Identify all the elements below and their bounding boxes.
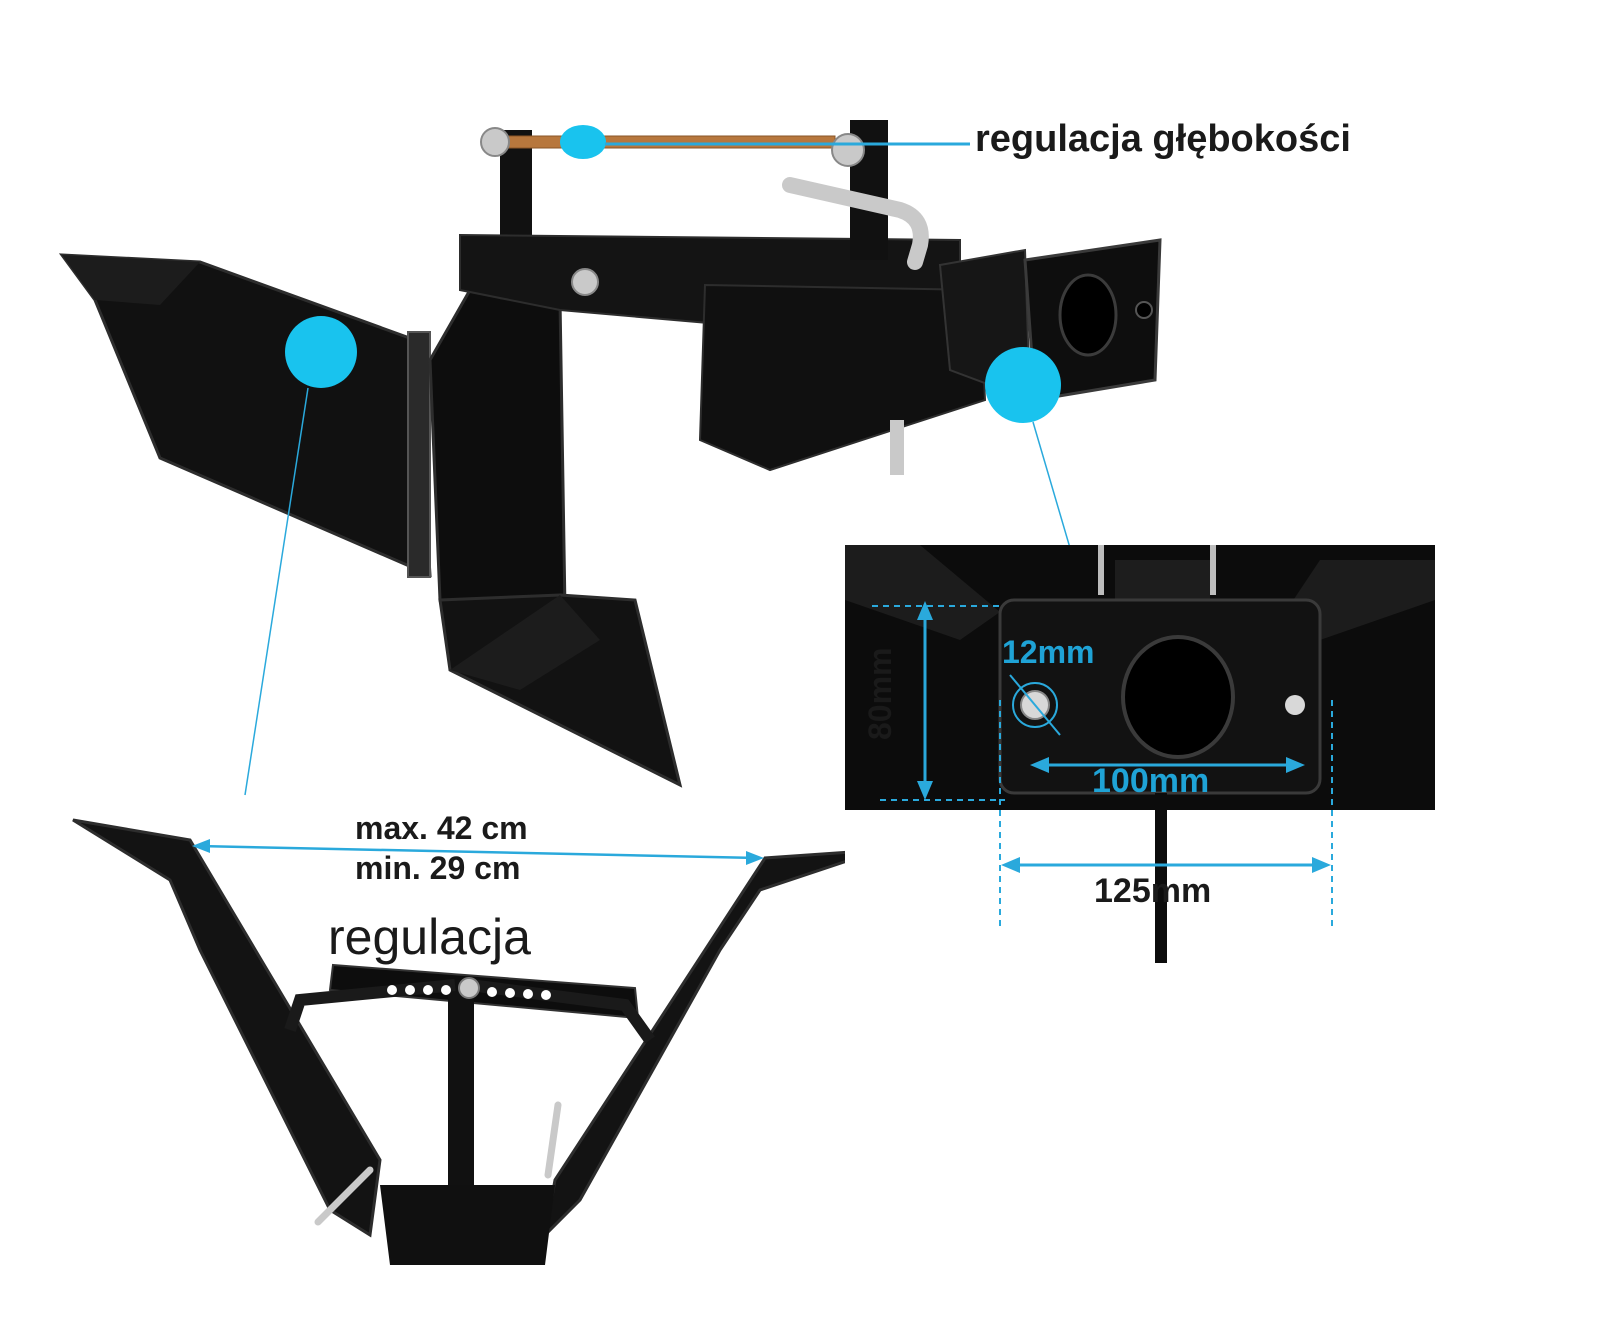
arm-left: [284, 979, 456, 1032]
plough-frame-lower: [698, 283, 987, 472]
frame-bolt: [571, 268, 599, 296]
width-arrow-head-right: [746, 851, 764, 865]
adjust-hole: [423, 985, 433, 995]
adjust-hole: [405, 985, 415, 995]
bottom-bolt: [890, 420, 904, 475]
detail-large-hole: [1121, 635, 1235, 759]
plough-share-left: [450, 595, 600, 690]
detail-rod-right: [1210, 545, 1216, 595]
adjust-hole: [523, 989, 533, 999]
center-beam: [448, 980, 474, 1200]
plough-hinge: [407, 331, 431, 578]
detail-rod-left: [1098, 545, 1104, 595]
hole-spacing-label: 100mm: [1092, 762, 1210, 800]
plough-main-photo: [58, 120, 1162, 796]
wing-callout-line: [244, 387, 309, 796]
hitch-plate-small-hole: [1135, 301, 1153, 319]
plough-body: [428, 288, 567, 612]
hitch-marker: [985, 347, 1061, 423]
left-wing-top-view: [72, 818, 382, 1238]
depth-rod-nut-right: [831, 133, 865, 167]
arm-right: [469, 979, 655, 1044]
base-block: [380, 1185, 555, 1265]
plough-left-wing-tip: [62, 255, 200, 305]
spacing-arrow-right: [1286, 757, 1305, 773]
width-max-label: max. 42 cm: [355, 810, 528, 846]
width-arrow-head-left: [192, 839, 210, 853]
adjust-bolt: [458, 977, 480, 999]
width-adjust-label: regulacja: [328, 909, 531, 965]
plate-width-arrow-left: [1001, 857, 1020, 873]
detail-strut-left: [845, 545, 1000, 640]
height-arrow-bottom: [917, 781, 933, 800]
width-adjust-photo: [72, 818, 881, 1265]
adjust-hole: [487, 987, 497, 997]
pin-handle: [782, 177, 929, 270]
hitch-plate-hole: [1058, 273, 1118, 357]
spacing-arrow-left: [1030, 757, 1049, 773]
width-arrow: [197, 844, 759, 860]
height-arrow-top: [917, 601, 933, 620]
hole-diameter-ring: [1012, 682, 1058, 728]
wing-marker: [285, 316, 357, 388]
hitch-detail-photo: [845, 545, 1435, 963]
adjust-hole: [387, 985, 397, 995]
plate-width-arrow-right: [1312, 857, 1331, 873]
hole-diameter-slash: [1009, 674, 1061, 736]
pin-right: [544, 1101, 562, 1179]
detail-lower-white: [845, 810, 1435, 960]
depth-marker: [560, 125, 606, 159]
depth-rod: [504, 135, 836, 149]
hole-diameter-label: 12mm: [1002, 634, 1095, 670]
pin-left: [314, 1166, 374, 1226]
plate-width-label: 125mm: [1094, 872, 1212, 910]
right-wing-top-view: [542, 848, 881, 1240]
depth-rod-nut-left: [480, 127, 510, 157]
adjust-hole: [441, 985, 451, 995]
adjust-hole: [541, 990, 551, 1000]
plough-left-wing: [58, 253, 432, 578]
depth-adjust-label: regulacja głębokości: [975, 118, 1351, 160]
detail-shaft: [1155, 793, 1167, 963]
adjust-hole: [505, 988, 515, 998]
height-label: 80mm: [862, 647, 898, 741]
width-min-label: min. 29 cm: [355, 850, 521, 886]
detail-small-hole-right: [1285, 695, 1305, 715]
